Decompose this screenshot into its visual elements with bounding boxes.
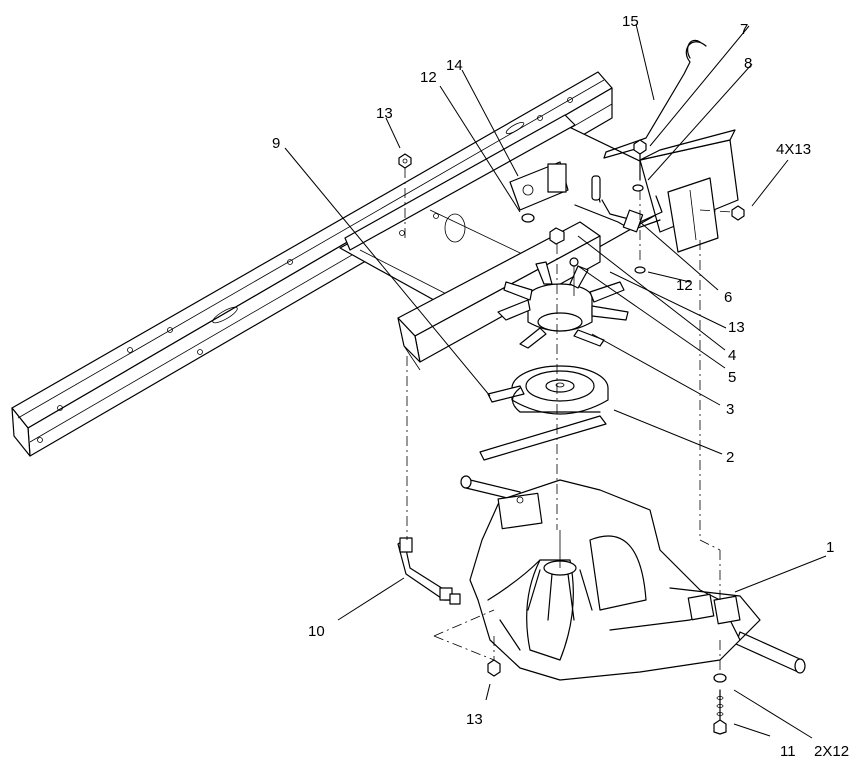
callout-2x12: 2X12 <box>814 743 849 760</box>
callout-7: 7 <box>740 21 748 38</box>
transverse-channel <box>397 221 601 371</box>
callout-3: 3 <box>726 401 734 418</box>
cross-member <box>339 114 701 321</box>
callout-2: 2 <box>726 449 734 466</box>
callout-14: 14 <box>446 57 463 74</box>
callout-5: 5 <box>728 369 736 386</box>
callout-4x13: 4X13 <box>776 141 811 158</box>
callout-13c: 13 <box>466 711 483 728</box>
brake-rod <box>397 537 461 605</box>
pivot-bracket <box>509 161 661 233</box>
callout-12b: 12 <box>676 277 693 294</box>
callout-8: 8 <box>744 55 752 72</box>
callout-13b: 13 <box>728 319 745 336</box>
callout-1: 1 <box>826 539 834 556</box>
pulley <box>511 365 609 415</box>
drive-belt <box>479 385 607 461</box>
callout-15: 15 <box>622 13 639 30</box>
callout-10: 10 <box>308 623 325 640</box>
callout-12a: 12 <box>420 69 437 86</box>
callout-9: 9 <box>272 135 280 152</box>
assembly-centerlines <box>404 168 733 670</box>
callout-4: 4 <box>728 347 736 364</box>
callout-6: 6 <box>724 289 732 306</box>
bracket-plate <box>639 129 739 253</box>
transaxle <box>460 475 806 681</box>
callouts: 1 2 3 4 5 6 7 8 9 10 11 12 12 13 13 13 1… <box>272 13 849 760</box>
callout-11: 11 <box>780 743 796 760</box>
cooling-fan <box>497 257 629 349</box>
callout-13a: 13 <box>376 105 393 122</box>
leader-lines <box>284 23 827 739</box>
control-lever <box>591 39 707 223</box>
